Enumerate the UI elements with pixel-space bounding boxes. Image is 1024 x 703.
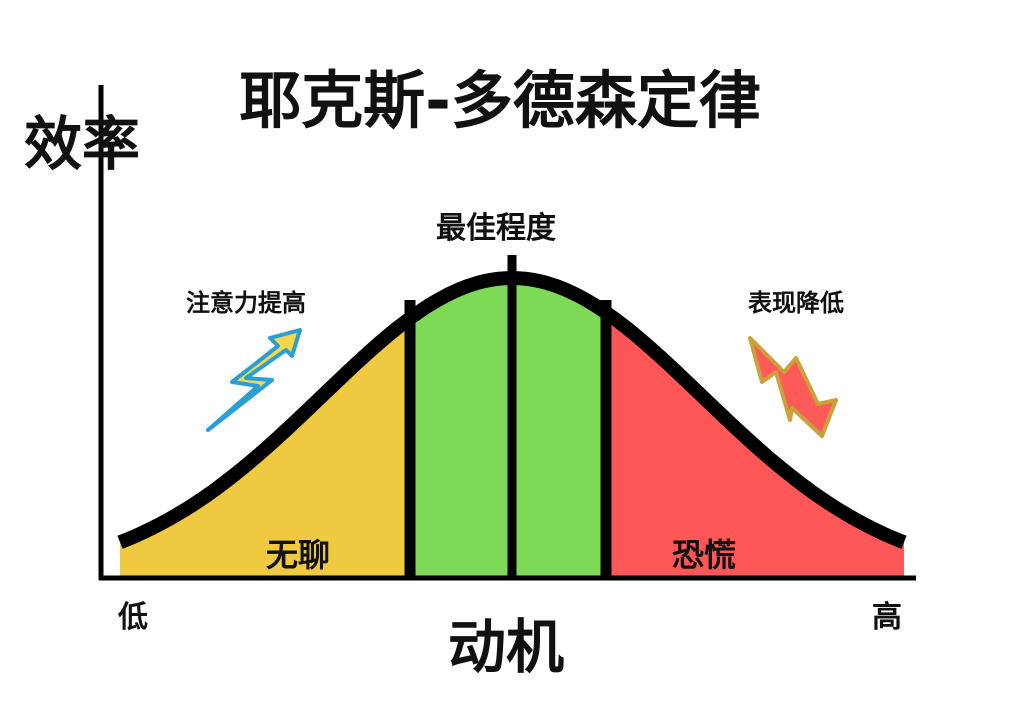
y-axis-label: 效率	[24, 110, 141, 178]
x-axis-label: 动机	[448, 613, 565, 681]
diagram-title: 耶克斯-多德森定律	[239, 64, 761, 137]
peak-label: 最佳程度	[436, 211, 556, 246]
x-axis-high-label: 高	[872, 600, 902, 635]
lightning-down-arrow-icon	[748, 336, 838, 438]
x-axis-low-label: 低	[118, 600, 148, 635]
zone-panic-label: 恐慌	[672, 536, 737, 574]
right-annotation: 表现降低	[748, 289, 844, 317]
lightning-up-arrow-icon	[206, 328, 302, 432]
left-annotation: 注意力提高	[186, 289, 306, 317]
zone-boredom-label: 无聊	[266, 536, 331, 574]
bell-curve	[117, 270, 907, 549]
